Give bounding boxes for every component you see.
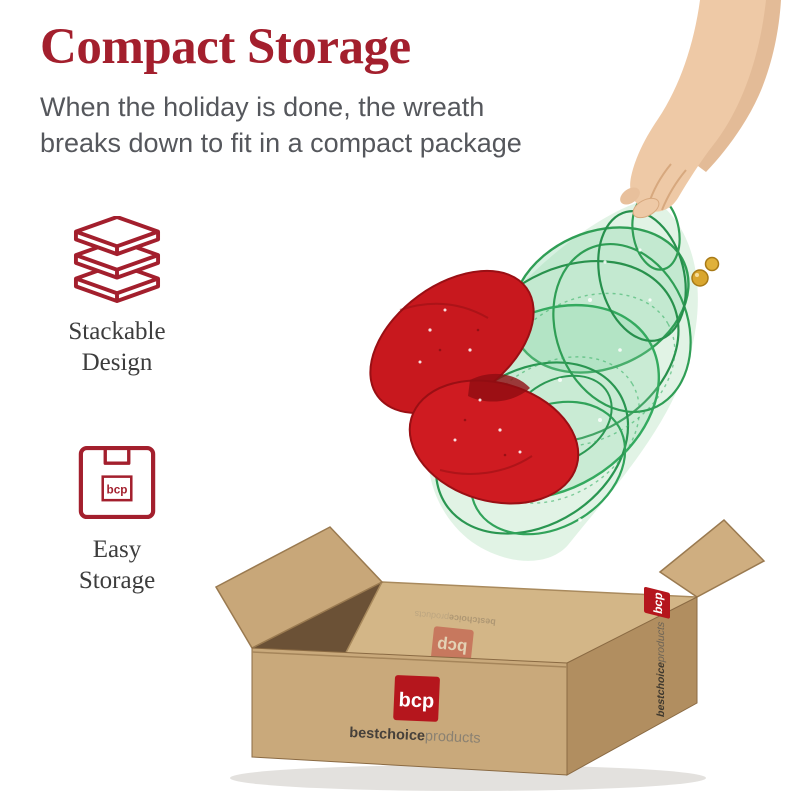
box-left-flap bbox=[214, 526, 384, 649]
storage-icon-bcp-text: bcp bbox=[107, 483, 128, 496]
page-subtitle: When the holiday is done, the wreath bre… bbox=[40, 90, 522, 162]
fingertip bbox=[620, 187, 640, 205]
feature-easy-storage: bcp Easy Storage bbox=[32, 438, 202, 596]
page-title: Compact Storage bbox=[40, 19, 411, 75]
feature-storage-label: Easy Storage bbox=[78, 536, 156, 594]
box-side-logo: bestchoiceproducts bcp bbox=[644, 586, 670, 718]
subtitle-line-1: When the holiday is done, the wreath bbox=[40, 92, 485, 122]
side-brand-text: bestchoiceproducts bbox=[655, 620, 667, 718]
side-logo-text: bcp bbox=[651, 591, 665, 616]
header: Compact Storage When the holiday is done… bbox=[40, 18, 522, 162]
bow-sparkles bbox=[418, 308, 522, 454]
storage-box-icon: bcp bbox=[78, 445, 156, 520]
inner-flap-brand-text: bestchoiceproducts bbox=[414, 609, 497, 628]
box-right-flap bbox=[658, 518, 766, 598]
cardboard-box: bcp bestchoiceproducts bcp bestchoicepro… bbox=[214, 518, 766, 791]
inner-flap-logo: bcp bestchoiceproducts bbox=[414, 609, 497, 670]
box-front-logo: bcp bestchoiceproducts bbox=[349, 675, 481, 747]
inner-flap-logo-text: bcp bbox=[436, 635, 468, 657]
gold-bells bbox=[691, 256, 720, 287]
feature-stackable-label: Stackable Design bbox=[68, 318, 166, 376]
hands bbox=[620, 0, 781, 219]
box-front-crease bbox=[251, 651, 568, 668]
front-brand-text: bestchoiceproducts bbox=[349, 725, 481, 747]
fingertip bbox=[632, 197, 660, 219]
feature-stackable-design: Stackable Design bbox=[32, 216, 202, 378]
subtitle-line-2: breaks down to fit in a compact package bbox=[40, 127, 522, 158]
bow-knot bbox=[468, 373, 530, 402]
front-hand bbox=[630, 0, 766, 212]
front-logo-text: bcp bbox=[398, 689, 434, 713]
red-bow bbox=[369, 269, 580, 505]
stackable-icon bbox=[73, 216, 161, 304]
box-shadow bbox=[230, 765, 706, 791]
